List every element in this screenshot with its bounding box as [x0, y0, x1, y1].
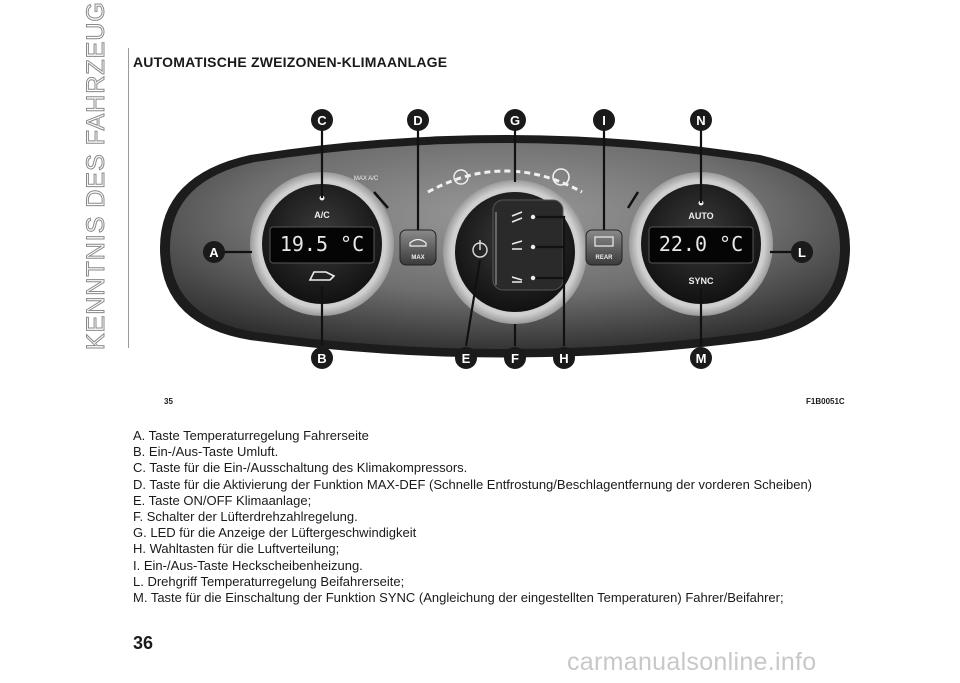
watermark: carmanualsonline.info — [567, 648, 817, 676]
auto-arrow — [626, 191, 640, 209]
auto-button-label: AUTO — [688, 211, 713, 221]
svg-text:L: L — [798, 245, 806, 260]
legend-item: C. Taste für die Ein-/Ausschaltung des K… — [133, 460, 468, 476]
max-def-button: MAX — [399, 229, 437, 266]
svg-text:D: D — [413, 113, 422, 128]
callout-g: G — [504, 109, 526, 131]
left-display-text: 19.5 °C — [280, 232, 364, 256]
svg-text:C: C — [317, 113, 327, 128]
rear-button-label: REAR — [595, 255, 613, 261]
max-ac-label: MAX A/C — [354, 176, 379, 182]
legend-item: F. Schalter der Lüfterdrehzahlregelung. — [133, 509, 358, 525]
leader-lines — [222, 126, 792, 347]
legend-item: D. Taste für die Aktivierung der Funktio… — [133, 476, 813, 492]
airflow-low-icon — [511, 276, 523, 283]
legend-item: G. LED für die Anzeige der Lüftergeschwi… — [133, 525, 417, 541]
callout-c: C — [311, 109, 333, 131]
legend-item: L. Drehgriff Temperaturregelung Beifahre… — [133, 573, 405, 589]
section-heading: AUTOMATISCHE ZWEIZONEN-KLIMAANLAGE — [133, 54, 448, 70]
callout-b: B — [311, 347, 333, 369]
left-temperature-knob: 19.5 °C A/C — [250, 172, 394, 316]
fan-high-icon — [552, 168, 570, 186]
callout-a: A — [203, 241, 225, 263]
svg-text:N: N — [696, 113, 705, 128]
rear-defrost-button: REAR — [585, 229, 623, 266]
legend-item: M. Taste für die Einschaltung der Funkti… — [133, 590, 784, 606]
legend-list: A. Taste Temperaturregelung Fahrerseite … — [133, 428, 812, 606]
svg-text:I: I — [602, 113, 606, 128]
callout-d: D — [407, 109, 429, 131]
right-temperature-knob: 22.0 °C AUTO SYNC — [629, 172, 773, 316]
svg-text:B: B — [317, 351, 326, 366]
side-chapter-title-text: KENNTNIS DES FAHRZEUGES — [82, 0, 111, 351]
fan-low-icon — [453, 169, 469, 185]
svg-text:G: G — [510, 113, 520, 128]
callout-l: L — [791, 241, 813, 263]
side-chapter-title: KENNTNIS DES FAHRZEUGES — [82, 0, 122, 351]
recirculation-icon — [308, 271, 336, 281]
sync-button-label: SYNC — [688, 276, 714, 286]
legend-item: A. Taste Temperaturregelung Fahrerseite — [133, 428, 369, 443]
max-ac-arrow — [373, 191, 389, 209]
svg-text:H: H — [559, 351, 568, 366]
figure-number: 35 — [164, 397, 173, 406]
callout-e: E — [455, 347, 477, 369]
svg-text:E: E — [462, 351, 471, 366]
legend-item: B. Ein-/Aus-Taste Umluft. — [133, 444, 279, 460]
airflow-top-icon — [511, 211, 523, 223]
legend-item: H. Wahltasten für die Luftverteilung; — [133, 541, 340, 557]
climate-control-figure: 19.5 °C A/C MAX MAX A/C REAR — [160, 109, 850, 369]
airflow-mid-icon — [511, 240, 523, 250]
right-display-text: 22.0 °C — [659, 232, 743, 256]
svg-text:F: F — [511, 351, 519, 366]
max-button-label: MAX — [411, 255, 424, 261]
ac-button-label: A/C — [314, 210, 330, 220]
figure-code: F1B0051C — [806, 397, 845, 406]
legend-item: E. Taste ON/OFF Klimaanlage; — [133, 492, 312, 508]
callout-n: N — [690, 109, 712, 131]
callout-f: F — [504, 347, 526, 369]
center-fan-knob — [443, 180, 587, 324]
callout-m: M — [690, 347, 712, 369]
svg-text:A: A — [209, 245, 219, 260]
legend-item: I. Ein-/Aus-Taste Heckscheibenheizung. — [133, 557, 363, 573]
callout-h: H — [553, 347, 575, 369]
side-rule — [128, 48, 129, 348]
svg-text:M: M — [696, 351, 707, 366]
callout-i: I — [593, 109, 615, 131]
page-number: 36 — [133, 633, 154, 653]
